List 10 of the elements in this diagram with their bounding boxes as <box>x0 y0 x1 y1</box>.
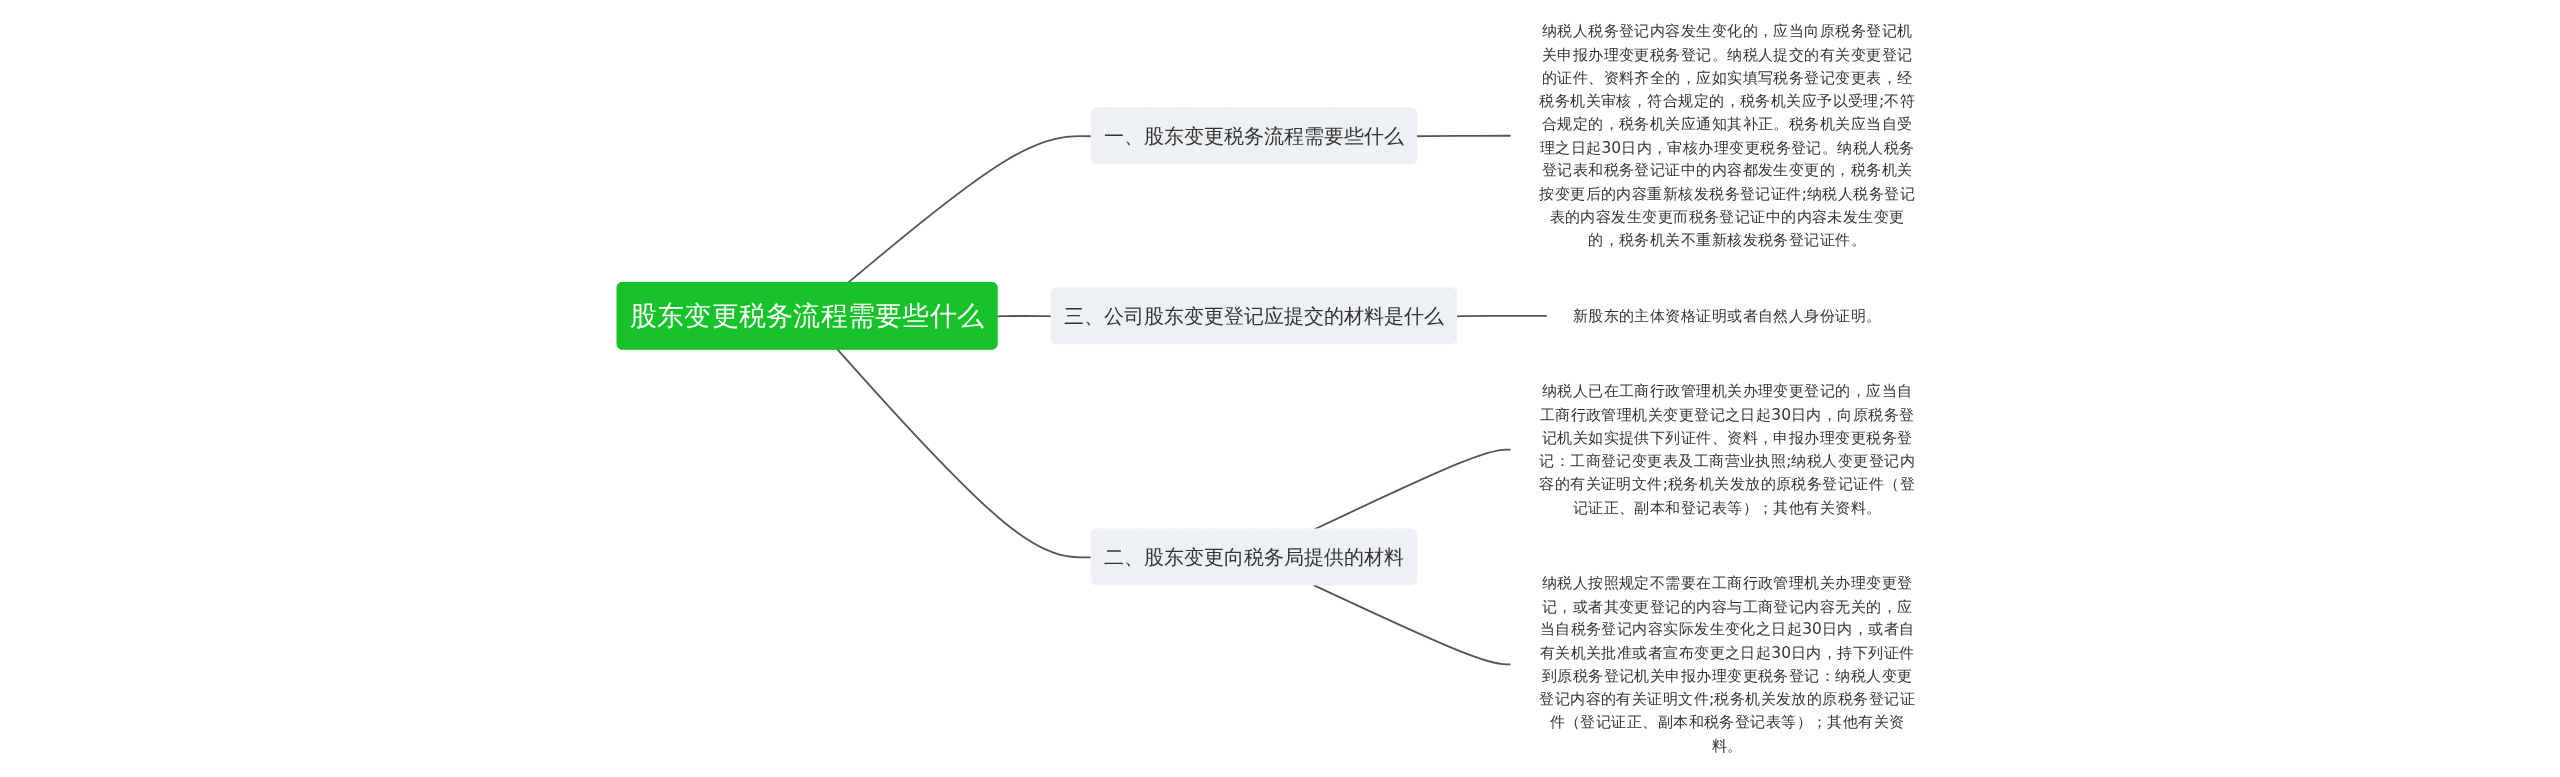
connector <box>1312 448 1512 531</box>
node-text: 纳税人税务登记内容发生变化的，应当向原税务登记机关申报办理变更税务登记。纳税人提交的有关变更登记的证件、资料齐全的，应如实填写税务登记变更表，经税务机关审核，符合规定的，税务机关应予以受理;不符合规定的，税务机关应通知其补正。税务机关应当自受理之日起30日内，审核办理变更税务登记。纳税人税务登记表和税务登记证中的内容都发生变更的，税务机关按变更后的内容重新核发税务登记证件;纳税人税务登记表的内容发生变更而税务登记证中的内容未发生变更的，税务机关不重新核发税务登记证件。 <box>1538 21 1915 249</box>
connector <box>1455 314 1548 318</box>
node-text: 纳税人已在工商行政管理机关办理变更登记的，应当自工商行政管理机关变更登记之日起30日内，向原税务登记机关如实提供下列证件、资料，申报办理变更税务登记：工商登记变更表及工商营业执照;纳税人变更登记内容的有关证明文件;税务机关发放的原税务登记证件（登记证正、副本和登记表等）；其他有关资料。 <box>1538 381 1915 516</box>
connector <box>1415 134 1512 138</box>
connector <box>1312 584 1512 666</box>
connector <box>996 315 1053 318</box>
node-text: 纳税人按照规定不需要在工商行政管理机关办理变更登记，或者其变更登记的内容与工商登记内容无关的，应当自税务登记内容实际发生变化之日起30日内，或者自有关机关批准或者宣布变更之日起30日内，持下列证件到原税务登记机关申报办理变更税务登记：纳税人变更登记内容的有关证明文件;税务机关发放的原税务登记证件（登记证正、副本和税务登记表等）；其他有关资料。 <box>1538 573 1915 754</box>
node-text: 新股东的主体资格证明或者自然人身份证明。 <box>1572 306 1882 325</box>
connector <box>836 348 1093 559</box>
